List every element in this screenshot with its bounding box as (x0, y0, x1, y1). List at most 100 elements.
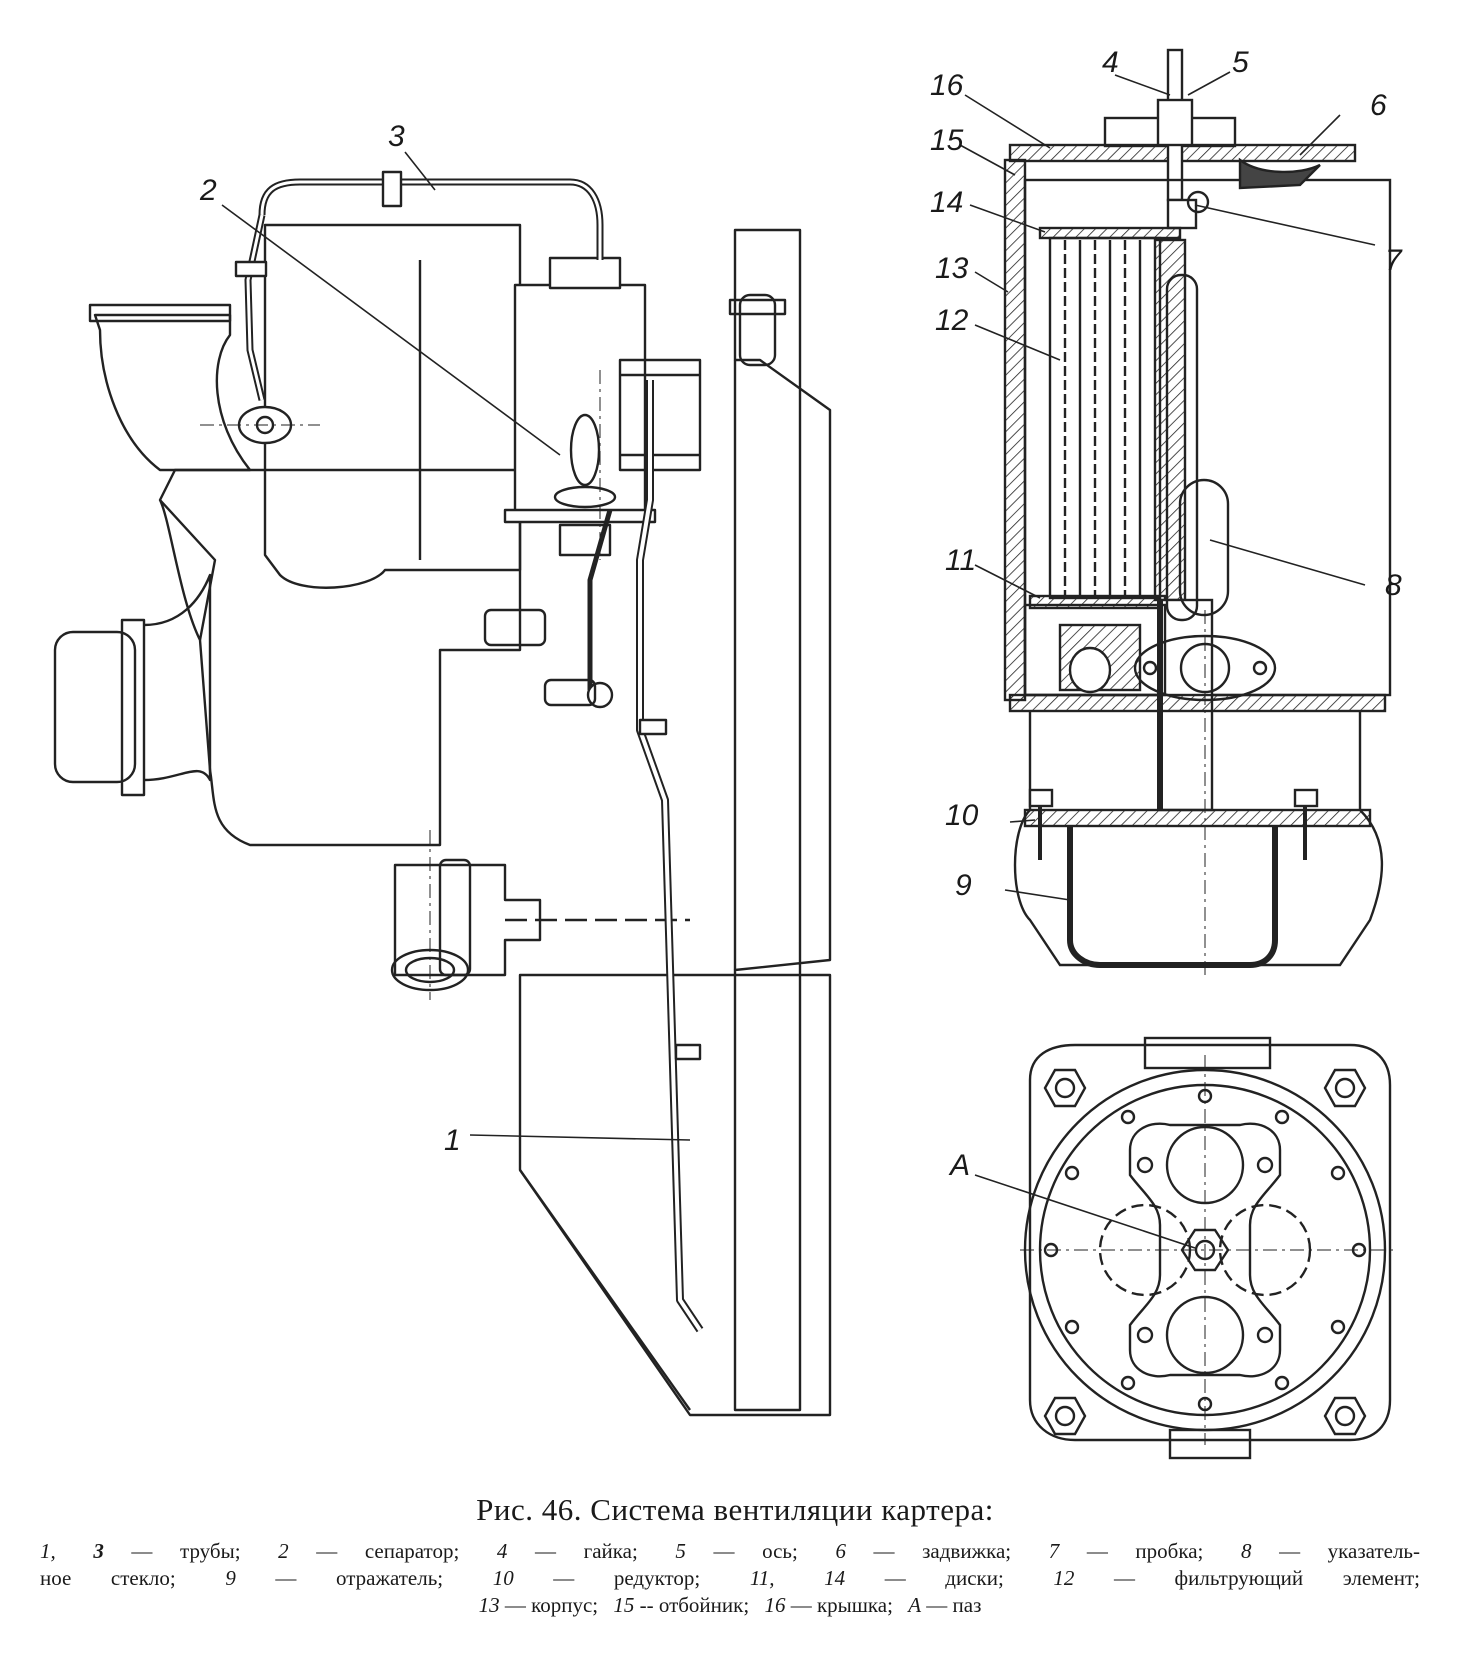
callout-13: 13 (935, 252, 969, 285)
filter-section-view (1003, 48, 1392, 980)
legend-item: 16 — крышка; (764, 1593, 893, 1617)
legend-item: 7 — пробка; (1049, 1539, 1204, 1563)
callout-14: 14 (930, 186, 963, 219)
legend-item-number: 15 (613, 1593, 635, 1617)
legend-item: 2 — сепаратор; (278, 1539, 459, 1563)
legend-item: 14 — диски; (824, 1566, 1004, 1590)
bolt-circle (1043, 1088, 1367, 1412)
legend-item-number: 6 (835, 1539, 846, 1563)
legend-item-text: -- отбойник; (634, 1593, 750, 1617)
legend-item-number: 9 (225, 1566, 236, 1590)
legend-item: A — паз (908, 1593, 981, 1617)
legend-item-text: — паз (921, 1593, 982, 1617)
plug-7 (1166, 198, 1198, 230)
disc-14 (1038, 226, 1182, 240)
nut-4 (1156, 98, 1194, 147)
callout-2: 2 (199, 174, 217, 207)
legend-item-text: — указатель- (1251, 1539, 1420, 1563)
callout-12: 12 (935, 304, 969, 337)
legend-item: 12 — фильтрующий элемент; (1053, 1566, 1420, 1590)
legend-item-text: — трубы; (103, 1539, 241, 1563)
legend-item: 3 — трубы; (93, 1539, 240, 1563)
gate-6 (1238, 157, 1321, 190)
legend-item-number: 11, (749, 1566, 775, 1590)
separator-sight (569, 413, 601, 487)
intake-elbow (93, 313, 252, 472)
legend-item-text: — диски; (845, 1566, 1004, 1590)
tube-1 (636, 380, 704, 1333)
legend-line: ное стекло; 9 — отражатель; 10 — редукто… (40, 1565, 1430, 1592)
legend-item-text: — пробка; (1059, 1539, 1204, 1563)
valve-cover (263, 223, 522, 589)
cylinder-block (158, 468, 522, 847)
callout-5: 5 (1232, 46, 1249, 79)
pulley-boss (393, 863, 542, 977)
filter-plan-view (1020, 1036, 1395, 1460)
plan-body-outline (1028, 1043, 1392, 1442)
legend-line: 1, 3 — трубы; 2 — сепаратор; 4 — гайка; … (40, 1538, 1430, 1565)
legend-item: 9 — отражатель; (225, 1566, 443, 1590)
legend-item: 11, (750, 1566, 775, 1590)
legend-item-text: — задвижка; (845, 1539, 1012, 1563)
legend-item-text: — корпус; (499, 1593, 599, 1617)
callout-11: 11 (945, 544, 976, 577)
tube-3 (258, 178, 604, 260)
legend-item-text: — отражатель; (235, 1566, 444, 1590)
callout-4: 4 (1102, 46, 1119, 79)
sight-glass-8 (1178, 478, 1230, 617)
intake-flange (88, 303, 232, 323)
legend-item-number: 10 (492, 1566, 514, 1590)
callout-15: 15 (930, 124, 964, 157)
caption-title: Рис. 46. Система вентиляции картера: (476, 1492, 994, 1527)
legend-item: 5 — ось; (675, 1539, 797, 1563)
figure-caption: Рис. 46. Система вентиляции картера: 1, … (40, 1492, 1430, 1619)
callout-A: A (948, 1149, 970, 1182)
oil-pan-side (518, 973, 832, 1417)
separator-body (513, 283, 647, 517)
legend-item-number: 5 (675, 1539, 686, 1563)
caption-legend: 1, 3 — трубы; 2 — сепаратор; 4 — гайка; … (40, 1538, 1430, 1619)
timing-cover (733, 228, 832, 1412)
legend-item-number: 4 (496, 1539, 508, 1563)
legend-item-number: 12 (1053, 1566, 1075, 1590)
legend-item: 4 — гайка; (497, 1539, 638, 1563)
housing-13 (1003, 158, 1027, 702)
legend-item-number: 16 (764, 1593, 786, 1617)
legend-item: 10 — редуктор; (493, 1566, 701, 1590)
legend-item: 6 — задвижка; (835, 1539, 1011, 1563)
legend-item-number: 1, (40, 1539, 56, 1563)
reflector-9 (1067, 826, 1278, 968)
callout-7: 7 (1385, 244, 1403, 277)
legend-item: 13 — корпус; (479, 1593, 599, 1617)
legend-item: 1, (40, 1539, 56, 1563)
flange-shapes (1128, 1122, 1282, 1378)
legend-item-number: 7 (1048, 1539, 1060, 1563)
callout-10: 10 (945, 799, 979, 832)
legend-item-number: 14 (824, 1566, 846, 1590)
legend-item: 8 — указатель- (1241, 1539, 1420, 1563)
callout-8: 8 (1385, 569, 1402, 602)
callout-16: 16 (930, 69, 964, 102)
legend-item-text: — ось; (685, 1539, 798, 1563)
filter-element-12 (1048, 236, 1162, 600)
crankcase-ventilation-drawing: 1 2 3 4 5 6 7 8 9 10 11 12 13 14 15 16 A (53, 46, 1403, 1460)
leader-lines (221, 71, 1376, 1249)
legend-item-number: 2 (278, 1539, 289, 1563)
callout-3: 3 (388, 120, 405, 153)
legend-item-number: 8 (1240, 1539, 1252, 1563)
callout-1: 1 (444, 1124, 461, 1157)
callout-6: 6 (1370, 89, 1387, 122)
callout-labels: 1 2 3 4 5 6 7 8 9 10 11 12 13 14 15 16 A (199, 46, 1403, 1182)
legend-item-number: A (908, 1593, 922, 1617)
lower-intake-cap (53, 630, 137, 784)
legend-item-number: 3 (93, 1539, 104, 1563)
corner-nuts (1043, 1068, 1367, 1436)
legend-item-text: — редуктор; (513, 1566, 701, 1590)
legend-item: 15 -- отбойник; (613, 1593, 749, 1617)
legend-item-text: — гайка; (507, 1539, 638, 1563)
legend-item-number: 13 (478, 1593, 500, 1617)
legend-item-text: ное стекло; (40, 1566, 176, 1590)
legend-item-text: — фильтрующий элемент; (1074, 1566, 1420, 1590)
legend-item-text: — крышка; (785, 1593, 893, 1617)
legend-line: 13 — корпус; 15 -- отбойник; 16 — крышка… (40, 1592, 1430, 1619)
